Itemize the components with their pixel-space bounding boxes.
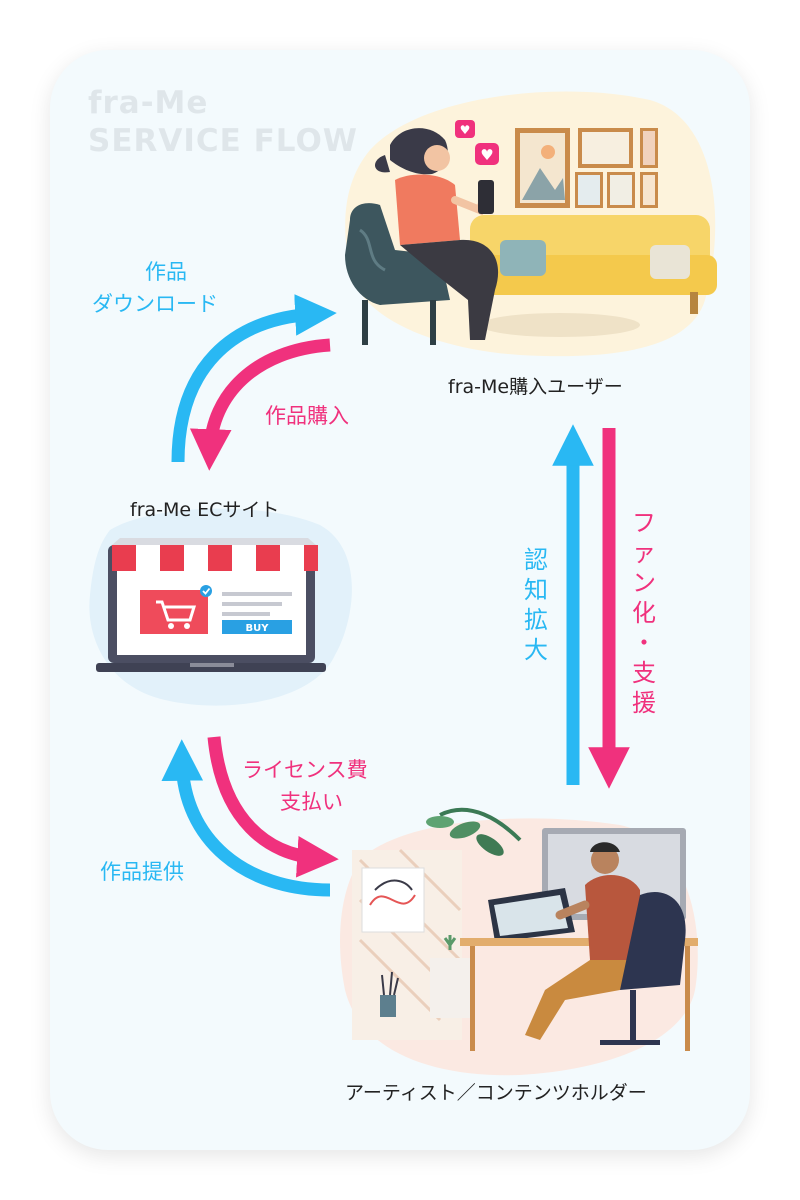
user-node-label: fra-Me購入ユーザー (448, 376, 623, 398)
provide-label: 作品提供 (100, 860, 184, 884)
license-fee-arrow (207, 736, 339, 878)
fan-support-char: 化 (632, 599, 656, 627)
download-arrow (171, 294, 337, 463)
svg-text:♥: ♥ (480, 146, 493, 164)
brand-line1: fra-Me (88, 85, 209, 121)
awareness-char: 知 (524, 576, 548, 604)
awareness-label: 認 知 拡 大 (521, 545, 551, 665)
purchase-arrow (189, 338, 331, 471)
fan-support-char: ・ (632, 629, 656, 657)
fan-support-char: 支 (632, 659, 656, 687)
svg-text:♥: ♥ (460, 123, 471, 137)
brand-line2: SERVICE FLOW (88, 123, 358, 159)
ec-node-label: fra-Me ECサイト (130, 499, 280, 521)
purchase-label: 作品購入 (265, 404, 349, 428)
ec-site-illustration: BUY (89, 508, 352, 706)
provide-arrow (161, 739, 331, 897)
user-illustration: ♥ ♥ (345, 91, 717, 357)
buy-button (222, 620, 292, 634)
fan-support-char: 援 (632, 689, 656, 717)
awareness-char: 大 (524, 636, 548, 664)
artist-node-label: アーティスト／コンテンツホルダー (345, 1082, 647, 1104)
download-label-line2: ダウンロード (92, 292, 218, 316)
buy-button-label: BUY (246, 623, 270, 634)
license-fee-label-line2: 支払い (280, 790, 343, 814)
awareness-char: 認 (524, 546, 548, 574)
awareness-char: 拡 (524, 606, 548, 634)
license-fee-label-line1: ライセンス費 (242, 758, 368, 782)
brand-watermark: fra-Me SERVICE FLOW (88, 84, 358, 160)
fan-support-char: ァ (632, 539, 656, 567)
artist-illustration (340, 807, 698, 1076)
fan-support-char: フ (632, 509, 656, 537)
fan-support-label: フ ァ ン 化 ・ 支 援 (629, 508, 659, 718)
download-label-line1: 作品 (145, 260, 187, 284)
fan-support-char: ン (632, 569, 656, 597)
